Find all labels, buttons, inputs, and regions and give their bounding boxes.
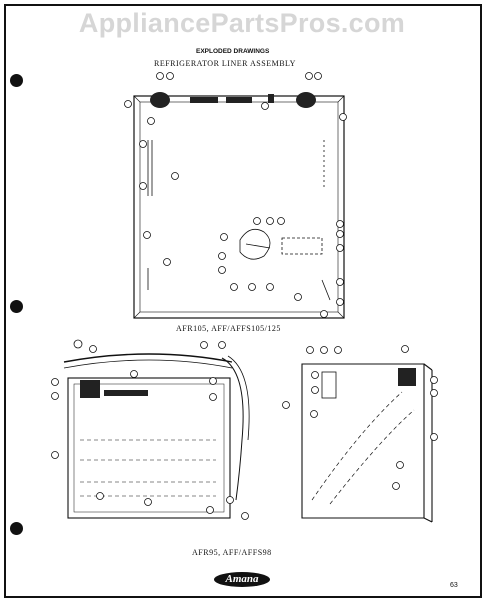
binder-hole-top xyxy=(10,74,23,87)
bottom-drawing-caption: AFR95, AFF/AFFS98 xyxy=(192,548,272,557)
section-heading: EXPLODED DRAWINGS xyxy=(196,48,270,55)
drawing-title: REFRIGERATOR LINER ASSEMBLY xyxy=(154,59,296,68)
page-number: 63 xyxy=(450,582,458,589)
binder-hole-middle xyxy=(10,300,23,313)
binder-hole-bottom xyxy=(10,522,23,535)
watermark: AppliancePartsPros.com xyxy=(78,8,406,38)
top-drawing-caption: AFR105, AFF/AFFS105/125 xyxy=(176,324,281,333)
page-border xyxy=(4,4,482,598)
brand-logo: Amana xyxy=(214,572,270,587)
